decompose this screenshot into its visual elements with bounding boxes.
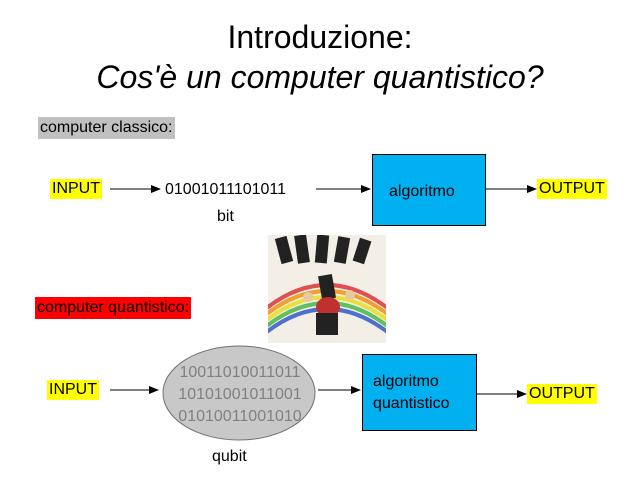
- qubit-caption: qubit: [212, 448, 247, 465]
- classic-output-label: OUTPUT: [537, 179, 607, 199]
- classic-algorithm-box: algoritmo: [372, 154, 486, 226]
- quantum-cartoon-image: [256, 234, 398, 343]
- quantum-input-label: INPUT: [47, 380, 99, 400]
- qubit-strings: 10011010011011 10101001011001 0101001100…: [160, 362, 320, 428]
- bit-caption: bit: [217, 208, 234, 225]
- qubit-string-3: 01010011001010: [178, 408, 302, 425]
- page-subtitle: Cos'è un computer quantistico?: [96, 59, 544, 95]
- quantum-algorithm-line1: algoritmo: [373, 373, 439, 390]
- classic-computer-label: computer classico:: [38, 117, 175, 139]
- page-title: Introduzione:: [227, 19, 413, 55]
- classic-bits: 01001011101011: [165, 181, 287, 198]
- quantum-algorithm-label: algoritmo quantistico: [373, 371, 450, 415]
- quantum-algorithm-line2: quantistico: [373, 395, 450, 412]
- qubit-string-2: 10101001011001: [178, 386, 302, 403]
- classic-algorithm-label: algoritmo: [389, 183, 455, 200]
- qubit-string-1: 10011010011011: [179, 364, 301, 381]
- qubit-ellipse: [162, 345, 316, 441]
- quantum-algorithm-box: algoritmo quantistico: [362, 354, 477, 431]
- quantum-output-label: OUTPUT: [527, 384, 597, 404]
- classic-input-label: INPUT: [50, 179, 102, 199]
- quantum-computer-label: computer quantistico:: [35, 297, 192, 319]
